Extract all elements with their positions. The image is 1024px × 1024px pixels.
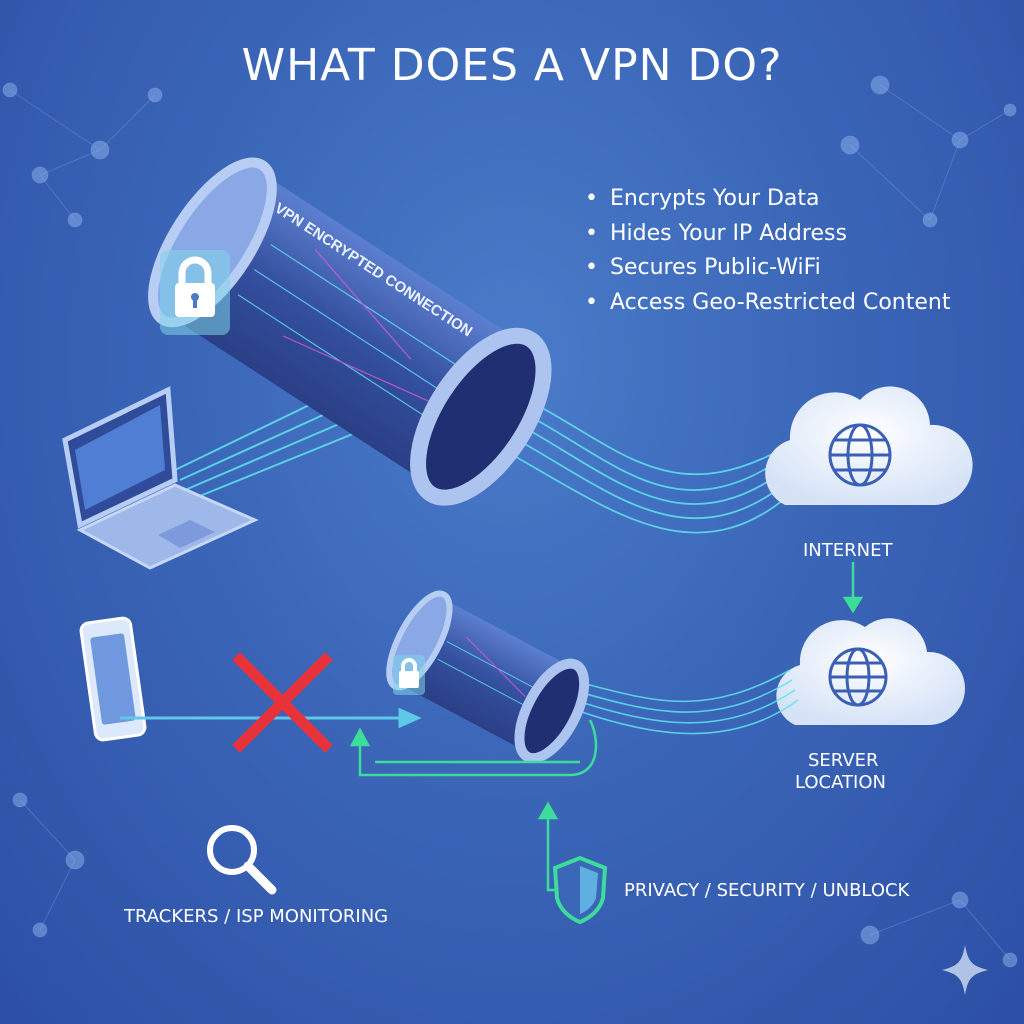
server-label-line2: LOCATION	[795, 772, 886, 793]
benefit-item: Access Geo-Restricted Content	[585, 288, 950, 323]
page-title: WHAT DOES A VPN DO?	[241, 40, 783, 91]
smartphone-icon	[79, 616, 147, 742]
benefits-list: Encrypts Your Data Hides Your IP Address…	[585, 184, 950, 322]
sparkle-icon	[942, 945, 988, 995]
protected-return-path	[349, 719, 598, 892]
lock-icon	[160, 250, 230, 335]
benefit-item: Hides Your IP Address	[585, 219, 950, 254]
blocked-x-icon	[232, 652, 333, 753]
data-streams-laptop	[174, 394, 376, 501]
arrow-internet-to-server	[842, 562, 864, 614]
benefit-item: Secures Public-WiFi	[585, 253, 950, 288]
laptop-icon	[62, 386, 259, 570]
data-streams-server	[569, 669, 799, 735]
internet-label: INTERNET	[803, 540, 893, 561]
shield-icon	[552, 855, 608, 925]
cloud-globe-icon-internet	[765, 386, 973, 505]
server-label-line1: SERVER	[808, 750, 879, 771]
cloud-globe-icon-server	[776, 618, 965, 725]
benefit-item: Encrypts Your Data	[585, 184, 950, 219]
trackers-label: TRACKERS / ISP MONITORING	[124, 906, 389, 927]
lock-icon-small	[393, 655, 425, 695]
magnifier-icon	[207, 825, 277, 895]
privacy-label: PRIVACY / SECURITY / UNBLOCK	[624, 880, 910, 901]
